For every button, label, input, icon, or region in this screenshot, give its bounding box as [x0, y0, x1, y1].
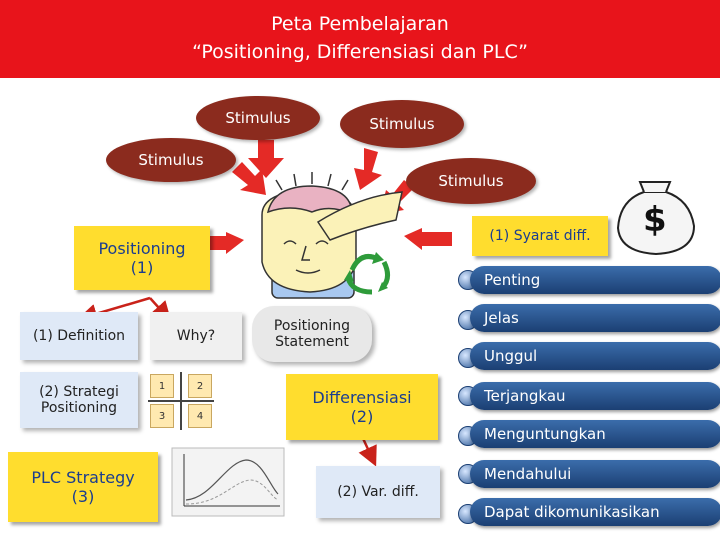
criteria-item: Penting — [470, 266, 720, 294]
box-definition: (1) Definition — [20, 312, 138, 360]
stimulus-oval: Stimulus — [196, 96, 320, 140]
stimulus-arrow — [404, 228, 452, 250]
plc-curve-illustration — [171, 447, 285, 517]
stimulus-arrow — [354, 148, 382, 190]
callout-syarat-diff: (1) Syarat diff. — [472, 216, 608, 256]
stimulus-oval: Stimulus — [406, 158, 536, 204]
box-var-diff: (2) Var. diff. — [316, 466, 440, 518]
criteria-item: Terjangkau — [470, 382, 720, 410]
title-line-1: Peta Pembelajaran — [271, 13, 449, 35]
stimulus-arrow — [206, 232, 244, 254]
matrix-cell: 4 — [188, 404, 212, 428]
title-banner: Peta Pembelajaran “Positioning, Differen… — [0, 0, 720, 78]
dollar-sign: $ — [643, 200, 667, 240]
thinking-head-illustration — [261, 172, 403, 299]
box-positioning-statement: Positioning Statement — [252, 306, 372, 362]
matrix-divider-h — [148, 400, 214, 402]
callout-positioning: Positioning (1) — [74, 226, 210, 290]
callout-plc-strategy: PLC Strategy (3) — [8, 452, 158, 522]
recycle-icon — [345, 254, 390, 295]
box-why: Why? — [150, 312, 242, 360]
box-strategi-positioning: (2) Strategi Positioning — [20, 372, 138, 428]
criteria-item: Jelas — [470, 304, 720, 332]
stimulus-arrow — [232, 162, 266, 195]
criteria-item: Unggul — [470, 342, 720, 370]
matrix-cell: 3 — [150, 404, 174, 428]
title-line-2: “Positioning, Differensiasi dan PLC” — [192, 41, 528, 63]
criteria-item: Mendahului — [470, 460, 720, 488]
stimulus-oval: Stimulus — [106, 138, 236, 182]
matrix-cell: 2 — [188, 374, 212, 398]
stimulus-oval: Stimulus — [340, 100, 464, 148]
matrix-cell: 1 — [150, 374, 174, 398]
criteria-item: Menguntungkan — [470, 420, 720, 448]
callout-differensiasi: Differensiasi (2) — [286, 374, 438, 440]
stimulus-arrow — [248, 140, 284, 178]
criteria-item: Dapat dikomunikasikan — [470, 498, 720, 526]
